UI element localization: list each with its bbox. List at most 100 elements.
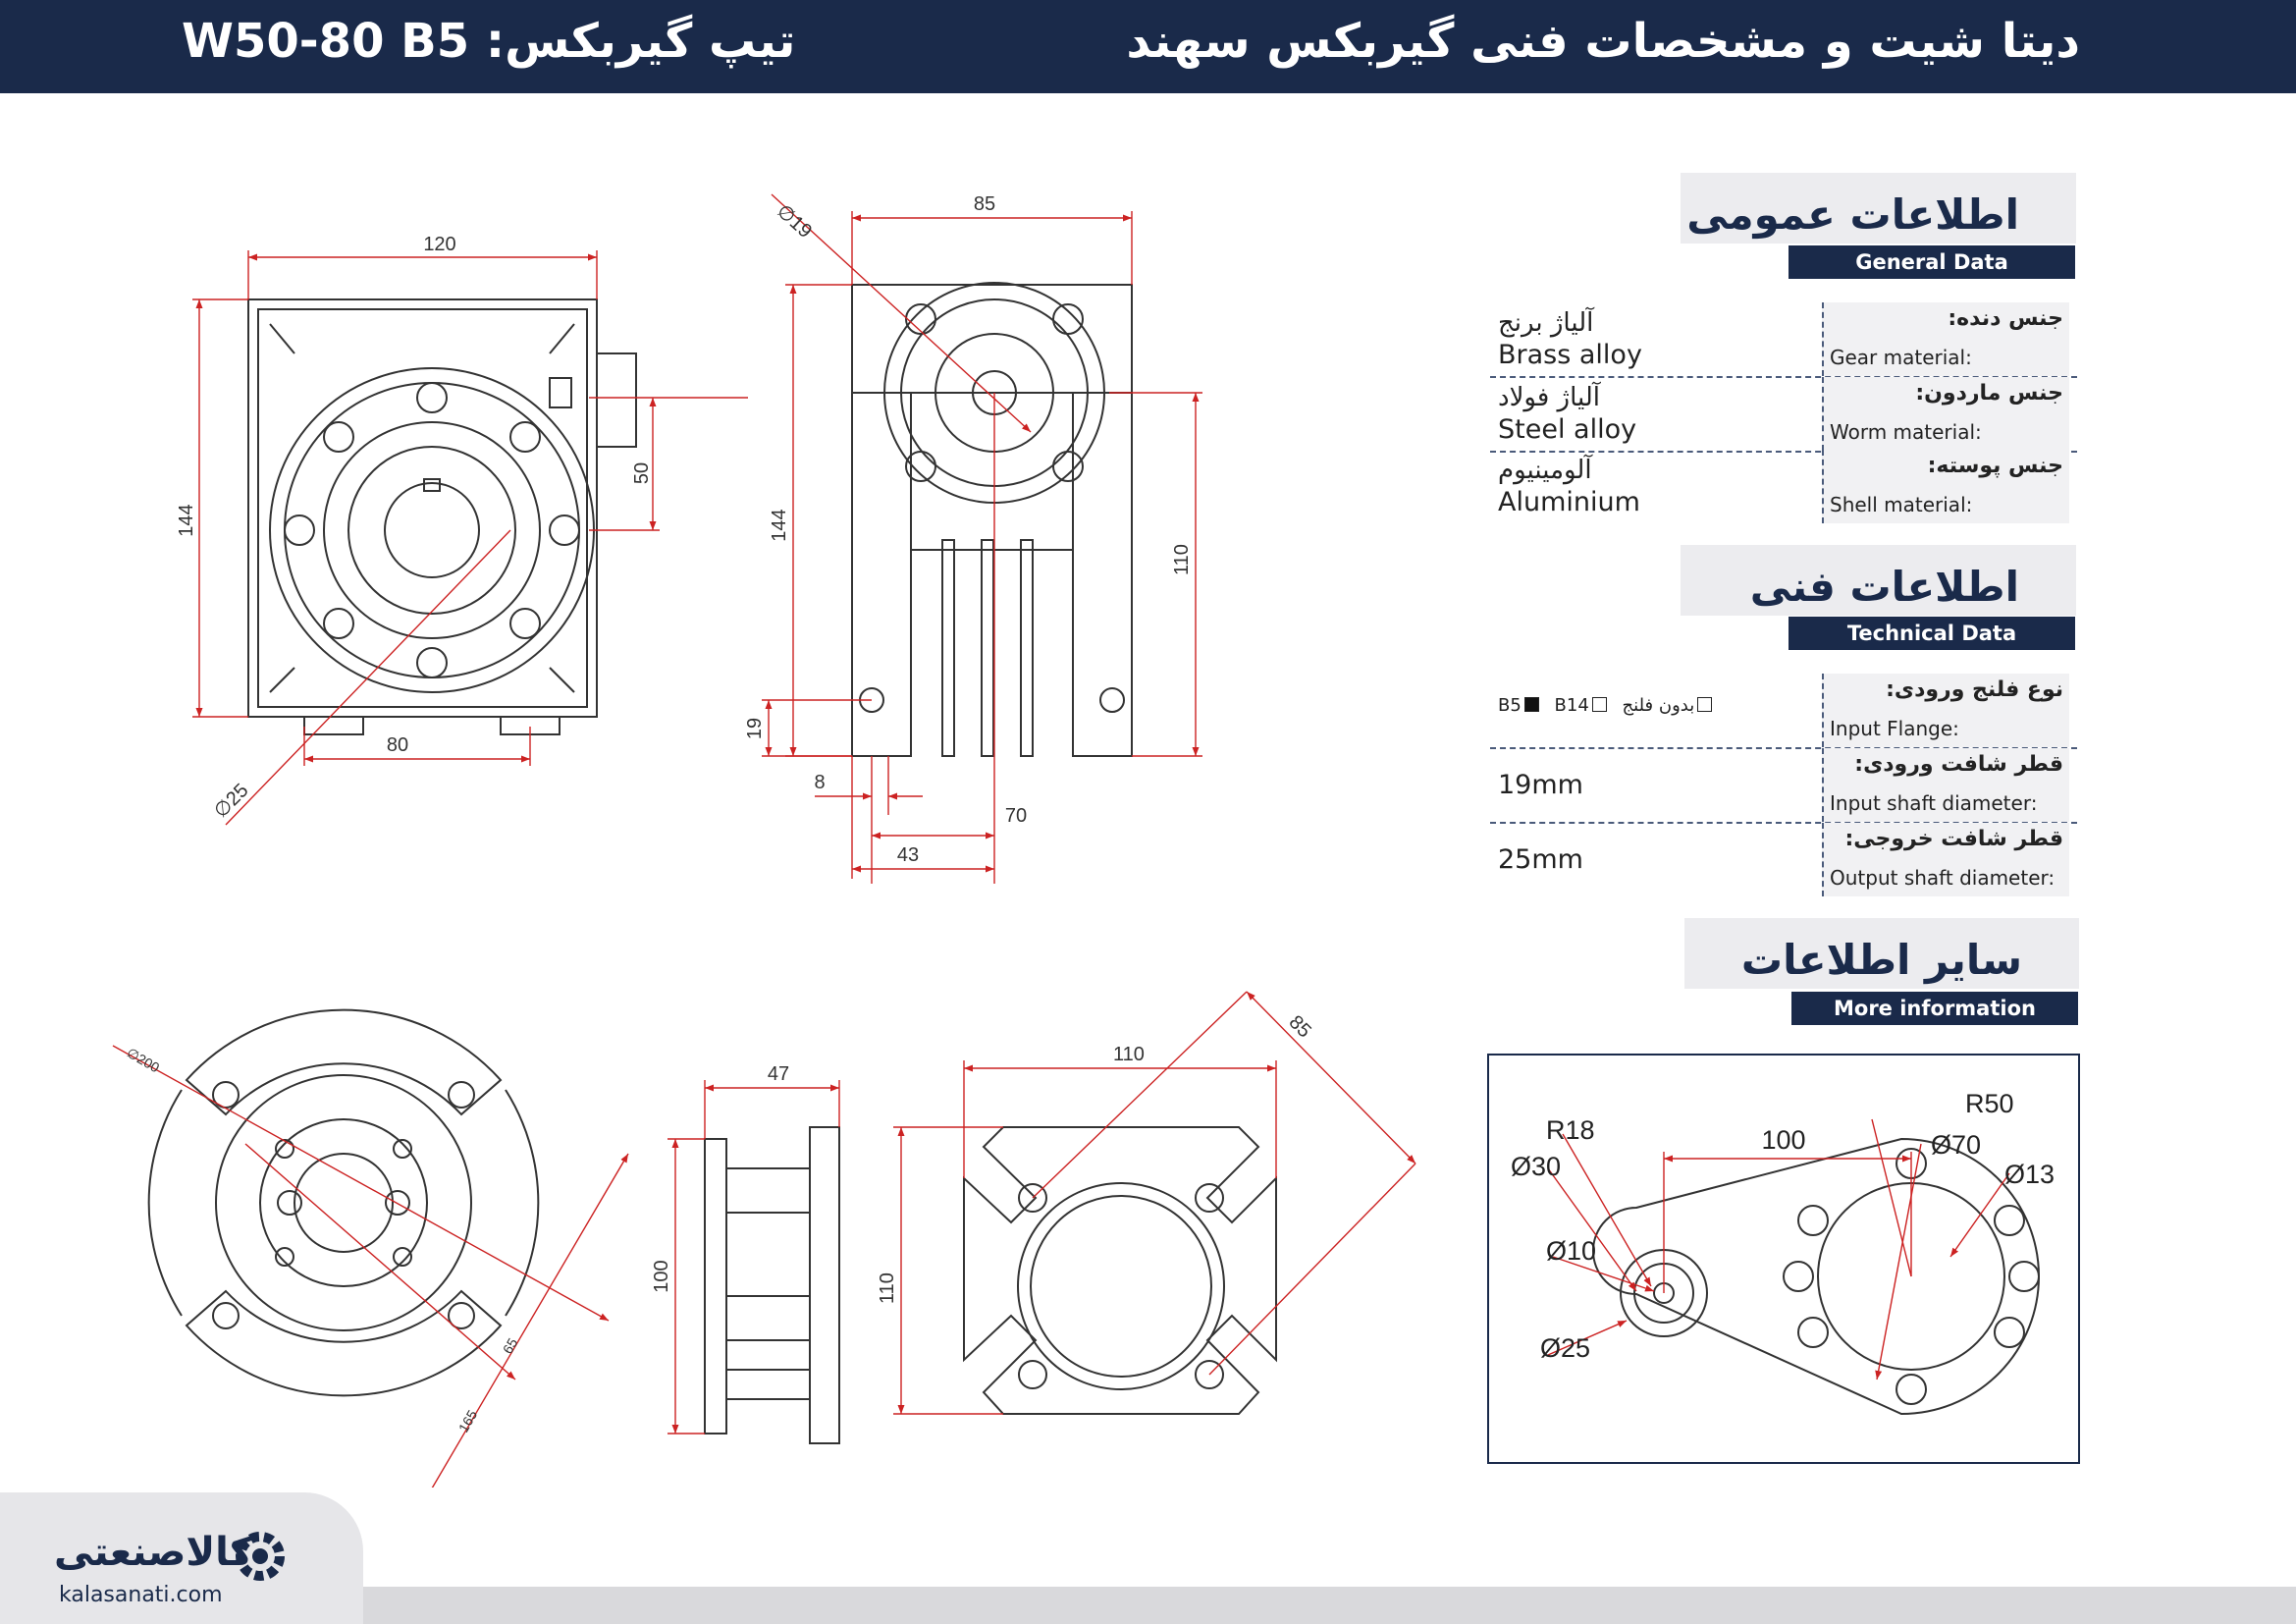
page-title: دیتا شیت و مشخصات فنی گیربکس سهند — [1126, 14, 2080, 69]
option-label: B5 — [1498, 695, 1522, 716]
general-row-label: جنس پوسته: Shell material: — [1822, 450, 2069, 523]
header-bar: دیتا شیت و مشخصات فنی گیربکس سهند تیپ گی… — [0, 0, 2296, 93]
torque-arm-drawing: R18 100 R50 Ø70 Ø13 Ø30 Ø10 Ø25 — [1511, 1089, 2055, 1416]
label-en: Gear material: — [1830, 346, 1972, 369]
more-badge: More information — [1791, 992, 2078, 1025]
general-row-label: جنس دنده: Gear material: — [1822, 302, 2069, 376]
value-text: 19mm — [1498, 770, 1583, 800]
checkbox-icon — [1697, 697, 1713, 712]
side-dims — [762, 193, 1202, 884]
tech-row-value: B5 B14 بدون فلنج — [1490, 674, 1814, 747]
front-dim-bore: ∅25 — [210, 780, 253, 823]
side-dim-8: 8 — [814, 772, 825, 793]
front-dims — [192, 250, 748, 826]
flange-options: B5 B14 بدون فلنج — [1498, 695, 1722, 716]
more-info-box: R18 100 R50 Ø70 Ø13 Ø30 Ø10 Ø25 — [1487, 1054, 2080, 1464]
side-dim-70: 70 — [1005, 805, 1027, 827]
front-view — [247, 298, 637, 735]
more-section-header: سایر اطلاعات — [1684, 918, 2079, 989]
label-en: Worm material: — [1830, 420, 1982, 444]
dim-r18: R18 — [1546, 1115, 1595, 1145]
label-en: Output shaft diameter: — [1830, 866, 2056, 890]
flange-dim-200: ∅200 — [125, 1045, 163, 1076]
flange-option-b5[interactable]: B5 — [1498, 695, 1539, 716]
checkbox-icon — [1591, 697, 1607, 712]
brand-logo[interactable]: کالاصنعتی kalasanati.com — [0, 1492, 363, 1624]
general-title: اطلاعات عمومی — [1686, 190, 2019, 239]
value-fa: آلیاژ فولاد — [1498, 383, 1600, 412]
dim-d10: Ø10 — [1546, 1236, 1596, 1266]
label-fa: جنس پوسته: — [1927, 454, 2063, 478]
value-en: Steel alloy — [1498, 414, 1637, 445]
flange-side-view — [704, 1126, 840, 1444]
tech-row-output-shaft: 25mm قطر شافت خروجی: Output shaft diamet… — [1490, 823, 2077, 896]
round-flange-view — [147, 1008, 540, 1397]
dim-100: 100 — [1761, 1125, 1805, 1155]
side-dim-height2: 110 — [1171, 544, 1193, 575]
tech-row-label: قطر شافت ورودی: Input shaft diameter: — [1822, 748, 2069, 822]
general-row-gear: آلیاژ برنج Brass alloy جنس دنده: Gear ma… — [1490, 302, 2077, 378]
label-fa: نوع فلنج ورودی: — [1886, 677, 2063, 702]
label-en: Shell material: — [1830, 493, 1973, 516]
flange-option-b14[interactable]: B14 — [1555, 695, 1607, 716]
gearbox-type-label: تیپ گیربکس: — [485, 14, 796, 69]
label-fa: قطر شافت خروجی: — [1844, 827, 2063, 851]
round-flange-dims — [112, 1045, 629, 1488]
checkbox-checked-icon — [1523, 697, 1539, 712]
tech-row-label: نوع فلنج ورودی: Input Flange: — [1822, 674, 2069, 747]
label-fa: جنس ماردون: — [1915, 381, 2063, 406]
general-row-worm: آلیاژ فولاد Steel alloy جنس ماردون: Worm… — [1490, 377, 2077, 453]
side-dim-height: 144 — [769, 509, 790, 541]
value-text: 25mm — [1498, 844, 1583, 875]
label-fa: جنس دنده: — [1948, 306, 2063, 331]
square-flange-diag: 85 — [1285, 1011, 1315, 1042]
square-flange-view — [963, 1126, 1277, 1415]
technical-badge: Technical Data — [1789, 617, 2075, 650]
dim-d30: Ø30 — [1511, 1152, 1561, 1181]
general-row-value: آلیاژ برنج Brass alloy — [1490, 302, 1814, 376]
flange-option-none[interactable]: بدون فلنج — [1623, 695, 1713, 716]
side-dim-width: 85 — [974, 193, 995, 215]
general-row-shell: آلومینیوم Aluminium جنس پوسته: Shell mat… — [1490, 450, 2077, 523]
option-label: B14 — [1554, 695, 1589, 716]
flange-side-height: 100 — [651, 1260, 672, 1292]
value-fa: آلومینیوم — [1498, 456, 1592, 485]
technical-section-header: اطلاعات فنی — [1681, 545, 2076, 616]
general-badge: General Data — [1789, 245, 2075, 279]
square-flange-dims — [893, 991, 1416, 1415]
flange-side-dims — [667, 1080, 840, 1435]
technical-drawings: 120 144 50 80 ∅25 — [112, 193, 1416, 1488]
side-dim-43: 43 — [897, 844, 919, 866]
value-fa: آلیاژ برنج — [1498, 308, 1594, 338]
general-row-value: آلیاژ فولاد Steel alloy — [1490, 377, 1814, 451]
dim-r50: R50 — [1965, 1089, 2014, 1118]
general-row-value: آلومینیوم Aluminium — [1490, 450, 1814, 523]
dim-d25: Ø25 — [1540, 1333, 1590, 1363]
more-title: سایر اطلاعات — [1740, 936, 2022, 984]
front-dim-offset: 50 — [631, 462, 653, 484]
gearbox-type: تیپ گیربکس: W50-80 B5 — [182, 14, 795, 69]
tech-row-label: قطر شافت خروجی: Output shaft diameter: — [1822, 823, 2069, 896]
flange-side-width: 47 — [768, 1063, 789, 1085]
front-dim-width: 120 — [423, 234, 455, 255]
side-dim-foot: 19 — [744, 718, 766, 739]
tech-row-value: 25mm — [1490, 823, 1814, 896]
technical-title: اطلاعات فنی — [1749, 563, 2019, 611]
value-en: Aluminium — [1498, 487, 1640, 517]
square-flange-height: 110 — [877, 1272, 898, 1304]
square-flange-width: 110 — [1113, 1044, 1145, 1065]
tech-row-flange: B5 B14 بدون فلنج نوع فلنج ورودی: Input F… — [1490, 674, 2077, 749]
flange-dim-65: 65 — [500, 1335, 521, 1357]
general-section-header: اطلاعات عمومی — [1681, 173, 2076, 244]
dim-d13: Ø13 — [2004, 1160, 2055, 1189]
label-fa: قطر شافت ورودی: — [1854, 752, 2063, 777]
side-dim-shaft: ∅19 — [773, 200, 816, 243]
footer-bar — [0, 1587, 2296, 1624]
label-en: Input shaft diameter: — [1830, 791, 2038, 815]
value-en: Brass alloy — [1498, 340, 1642, 370]
dim-d70: Ø70 — [1931, 1130, 1981, 1160]
gearbox-type-value: W50-80 B5 — [182, 14, 470, 69]
general-row-label: جنس ماردون: Worm material: — [1822, 377, 2069, 451]
front-dim-base: 80 — [387, 734, 408, 756]
gear-icon — [236, 1532, 285, 1581]
